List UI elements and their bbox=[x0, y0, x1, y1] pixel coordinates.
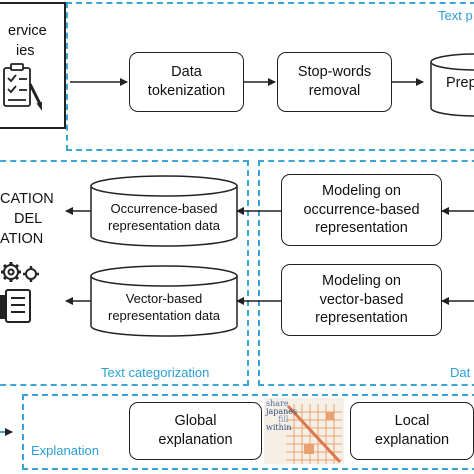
occurrence-store-text: Occurrence-based representation data bbox=[91, 201, 237, 235]
global-explanation-line1: Global bbox=[174, 413, 217, 430]
vector-store-line1: Vector-based bbox=[125, 291, 203, 306]
text-preprocessing-label: Text p bbox=[438, 8, 473, 23]
preprocessed-store-cylinder bbox=[430, 53, 474, 117]
vector-modeling-box[interactable]: Modeling on vector-based representation bbox=[281, 264, 442, 336]
global-explanation-box[interactable]: Global explanation bbox=[129, 402, 262, 460]
checklist-icon bbox=[3, 63, 42, 111]
occurrence-store-line2: representation data bbox=[107, 217, 221, 233]
explanation-label: Explanation bbox=[31, 443, 99, 458]
explanation-section bbox=[22, 394, 474, 470]
gear-icon bbox=[1, 262, 39, 282]
vector-modeling-line2: vector-based bbox=[319, 291, 404, 308]
input-box-line1: ervice bbox=[8, 23, 47, 39]
vector-modeling-line1: Modeling on bbox=[322, 273, 401, 290]
vector-modeling-line3: representation bbox=[315, 310, 408, 327]
global-explanation-line2: explanation bbox=[158, 432, 233, 448]
document-icon bbox=[0, 289, 31, 323]
vector-store-line2: representation data bbox=[107, 307, 221, 323]
preprocessed-store-label: Prep bbox=[446, 75, 474, 91]
thumb-word: share bbox=[266, 399, 289, 408]
occurrence-modeling-line1: Modeling on bbox=[322, 183, 401, 200]
text-preprocessing-section bbox=[66, 2, 474, 151]
stop-words-line1: Stop-words bbox=[297, 64, 372, 81]
text-categorization-section bbox=[0, 160, 249, 386]
classifier-line3: ATION bbox=[0, 231, 44, 247]
data-tokenization-box[interactable]: Data tokenization bbox=[129, 52, 244, 112]
classifier-line1: CATION bbox=[0, 191, 54, 207]
text-categorization-label: Text categorization bbox=[101, 365, 210, 380]
stop-words-removal-box[interactable]: Stop-words removal bbox=[277, 52, 392, 112]
vector-store-text: Vector-based representation data bbox=[91, 291, 237, 325]
data-tokenization-line1: Data bbox=[171, 64, 202, 81]
data-tokenization-line2: tokenization bbox=[147, 83, 226, 99]
local-explanation-line2: explanation bbox=[374, 432, 450, 448]
occurrence-modeling-box[interactable]: Modeling on occurrence-based representat… bbox=[281, 174, 442, 246]
occurrence-store-cylinder bbox=[90, 175, 238, 247]
input-box-line2: ies bbox=[16, 43, 35, 59]
local-explanation-box[interactable]: Local explanation bbox=[350, 402, 474, 460]
data-modeling-section bbox=[258, 160, 474, 386]
occurrence-store-line1: Occurrence-based bbox=[110, 201, 218, 216]
stop-words-line2: removal bbox=[308, 83, 361, 99]
classifier-line2: DEL bbox=[14, 211, 43, 227]
data-modeling-label: Dat bbox=[450, 365, 471, 380]
thumb-word: fill bbox=[278, 415, 289, 424]
thumb-word: within bbox=[266, 423, 292, 432]
local-explanation-line1: Local bbox=[394, 413, 430, 430]
heatmap-thumbnail bbox=[264, 398, 344, 464]
occurrence-modeling-line2: occurrence-based bbox=[303, 201, 420, 218]
thumb-wordcloud: share japanes fill within bbox=[266, 400, 312, 432]
vector-store-cylinder bbox=[90, 265, 238, 337]
occurrence-modeling-line3: representation bbox=[315, 220, 408, 237]
input-box bbox=[0, 2, 66, 129]
thumb-word: japanes bbox=[266, 407, 298, 416]
